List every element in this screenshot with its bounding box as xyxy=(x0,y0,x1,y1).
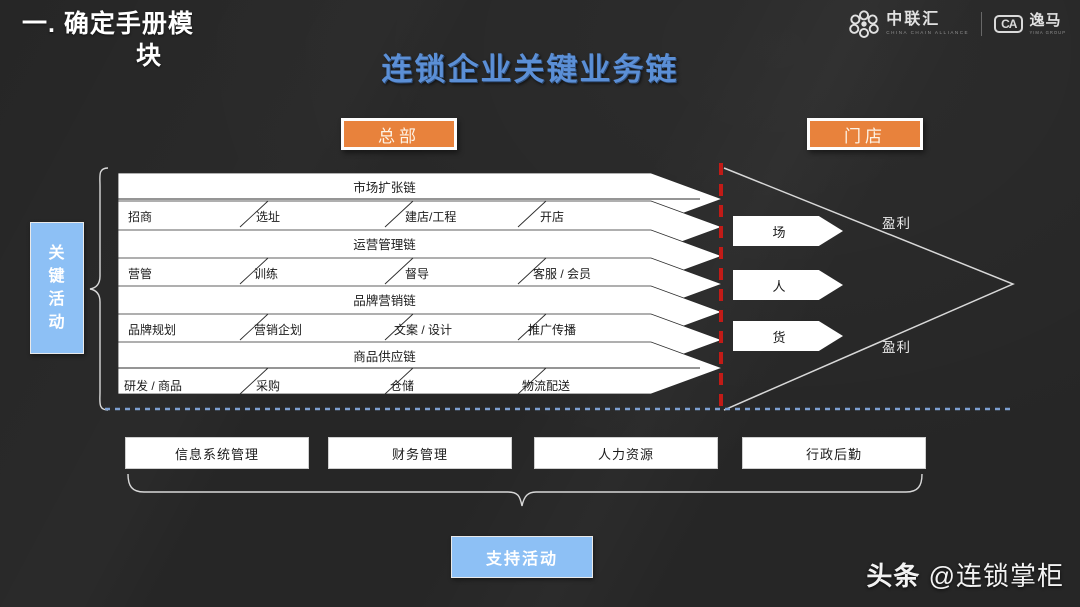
logo-primary-cn: 中联汇 xyxy=(886,11,941,29)
key-activity-char-2: 活 xyxy=(48,291,66,308)
key-activity-label: 关 键 活 动 xyxy=(30,222,84,354)
store-arrow-0: 场 xyxy=(733,216,843,246)
logo-divider xyxy=(981,12,983,36)
support-box-2: 人力资源 xyxy=(534,437,718,469)
profit-label-top: 盈利 xyxy=(882,216,911,231)
key-activity-char-3: 动 xyxy=(48,314,66,332)
ca-mark-icon: CA xyxy=(994,14,1024,34)
key-activity-brace xyxy=(89,167,109,411)
chain-1-step-2: 建店/工程 xyxy=(405,210,457,224)
chain-4-step-3: 物流配送 xyxy=(522,379,571,393)
store-arrow-2: 货 xyxy=(733,321,843,351)
profit-label-bottom: 盈利 xyxy=(882,340,911,355)
chain-2-step-2: 督导 xyxy=(405,267,430,281)
chain-3-step-1: 营销企划 xyxy=(254,323,303,337)
logo-yima: CA 逸马 YIMA GROUP xyxy=(994,13,1066,35)
watermark: 头条 @连锁掌柜 xyxy=(866,556,1064,593)
chain-3-step-2: 文案 / 设计 xyxy=(394,323,453,337)
store-arrow-1: 人 xyxy=(733,270,843,300)
chain-4-step-2: 仓储 xyxy=(390,379,415,393)
chain-1-step-1: 选址 xyxy=(256,210,281,224)
headquarters-pill: 总部 xyxy=(341,118,457,150)
logo-secondary-en: YIMA GROUP xyxy=(1029,29,1066,35)
chain-4-name: 商品供应链 xyxy=(353,350,416,364)
flower-logo-icon xyxy=(849,10,880,39)
slide-heading: 一. 确定手册模 块 xyxy=(22,8,272,72)
support-box-3: 行政后勤 xyxy=(742,437,926,469)
chain-2-step-1: 训练 xyxy=(254,267,279,281)
chain-1-name: 市场扩张链 xyxy=(353,181,416,195)
logo-primary-en: CHINA CHAIN ALLIANCE xyxy=(886,30,970,36)
chain-3-step-0: 品牌规划 xyxy=(128,323,177,337)
chain-1-step-0: 招商 xyxy=(128,210,153,224)
chain-3-name: 品牌营销链 xyxy=(353,294,416,308)
page-title-text: 连锁企业关键业务链 xyxy=(381,52,679,87)
chain-4-step-1: 采购 xyxy=(256,379,281,393)
support-activity-brace xyxy=(127,473,923,507)
support-box-1: 财务管理 xyxy=(328,437,512,469)
chain-3-step-3: 推广传播 xyxy=(528,323,577,337)
support-box-0: 信息系统管理 xyxy=(125,437,309,469)
watermark-platform: 头条 xyxy=(866,561,921,591)
slide-heading-line-2: 块 xyxy=(135,42,162,70)
chain-2-step-0: 营管 xyxy=(128,267,153,281)
slide-heading-line-1: 一. 确定手册模 xyxy=(22,10,194,38)
chain-4-step-0: 研发 / 商品 xyxy=(124,379,183,393)
logo-china-chain-alliance: 中联汇 CHINA CHAIN ALLIANCE xyxy=(849,9,969,39)
logo-bar: 中联汇 CHINA CHAIN ALLIANCE CA 逸马 YIMA GROU… xyxy=(849,9,1066,39)
chain-1-step-3: 开店 xyxy=(540,210,565,224)
key-activity-char-1: 键 xyxy=(48,267,66,285)
store-pill: 门店 xyxy=(807,118,923,150)
support-activity-label: 支持活动 xyxy=(451,536,593,578)
chain-2-step-3: 客服 / 会员 xyxy=(533,267,592,281)
logo-secondary-cn: 逸马 xyxy=(1029,11,1062,29)
chain-2-name: 运营管理链 xyxy=(353,238,416,252)
logo-primary-text: 中联汇 CHINA CHAIN ALLIANCE xyxy=(886,12,969,36)
key-activity-char-0: 关 xyxy=(48,244,66,262)
watermark-handle: @连锁掌柜 xyxy=(928,561,1064,591)
logo-secondary-text: 逸马 YIMA GROUP xyxy=(1029,13,1066,35)
